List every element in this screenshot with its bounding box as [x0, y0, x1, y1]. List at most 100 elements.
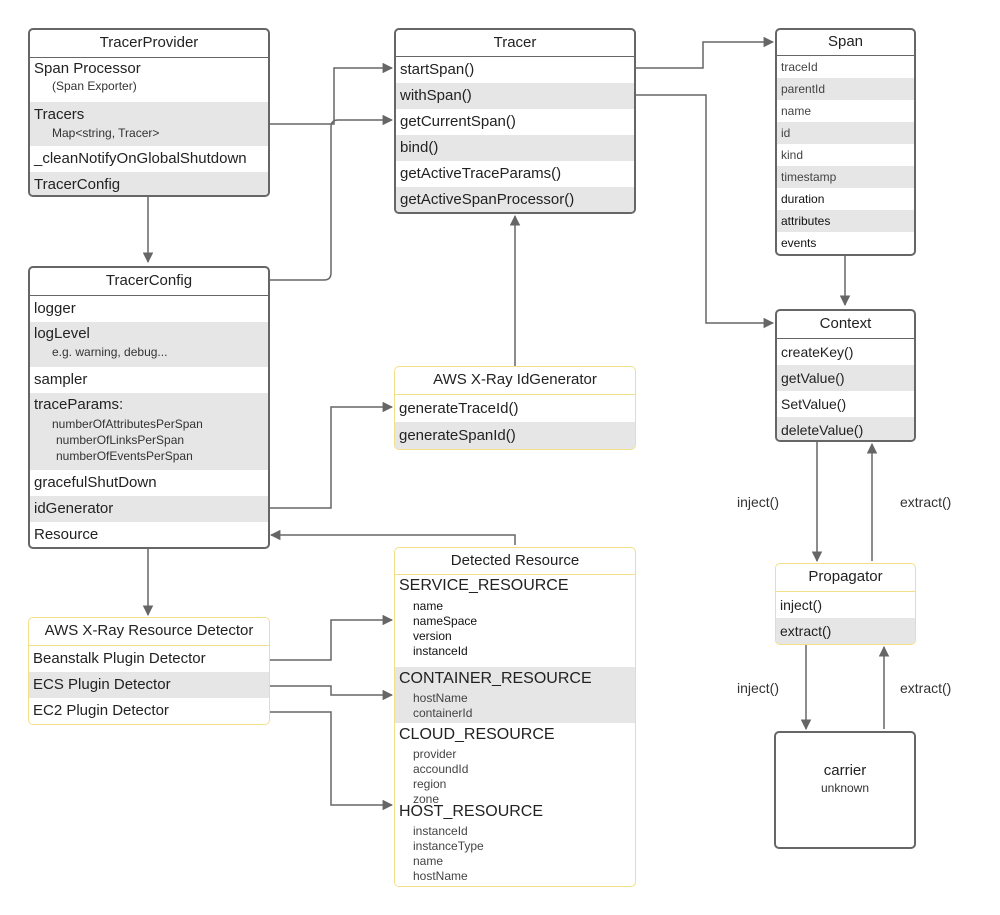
- tracer-title: Tracer: [396, 30, 634, 57]
- span-field: parentId: [777, 78, 914, 100]
- tracers-row: Tracers Map<string, Tracer>: [30, 102, 268, 146]
- host-field: instanceId: [413, 824, 468, 838]
- context-extract-label: extract(): [900, 494, 952, 510]
- detected-resource-box[interactable]: Detected Resource SERVICE_RESOURCE name …: [394, 547, 636, 887]
- method-row: getActiveTraceParams(): [400, 165, 562, 182]
- tracers-sub: Map<string, Tracer>: [52, 126, 160, 140]
- context-method: deleteValue(): [777, 417, 914, 440]
- span-title: Span: [777, 30, 914, 56]
- service-field: nameSpace: [413, 614, 478, 628]
- context-method: createKey(): [781, 344, 854, 360]
- cloud-resource-section: CLOUD_RESOURCE provider accoundId region…: [395, 723, 635, 806]
- tracer-provider-box[interactable]: TracerProvider Span Processor (Span Expo…: [28, 28, 270, 197]
- trace-params-label: traceParams:: [34, 396, 124, 413]
- id-generator-title: AWS X-Ray IdGenerator: [395, 367, 635, 395]
- propagator-title: Propagator: [776, 564, 915, 592]
- container-field: hostName: [413, 691, 468, 705]
- cloud-field: zone: [413, 792, 440, 806]
- edge-tracer-to-span: [636, 36, 775, 69]
- edge-config-to-getcurrentspan: [269, 114, 394, 281]
- carrier-extract-label: extract(): [900, 680, 952, 696]
- container-field: containerId: [413, 706, 473, 720]
- context-method: SetValue(): [781, 396, 847, 412]
- tracer-config-row: TracerConfig: [30, 172, 268, 195]
- propagator-method: extract(): [776, 618, 915, 644]
- log-level-row: logLevel e.g. warning, debug...: [30, 322, 268, 367]
- clean-notify-row: _cleanNotifyOnGlobalShutdown: [34, 150, 247, 167]
- tracer-config-title: TracerConfig: [30, 268, 268, 296]
- service-field: version: [413, 629, 452, 643]
- carrier-subtitle: unknown: [820, 781, 870, 795]
- span-processor-sub: (Span Exporter): [52, 79, 137, 93]
- method-row: getActiveSpanProcessor(): [396, 187, 634, 212]
- context-method: getValue(): [777, 365, 914, 391]
- context-box[interactable]: Context createKey() getValue() SetValue(…: [775, 309, 916, 442]
- span-box[interactable]: Span traceId parentId name id kind times…: [775, 28, 916, 256]
- span-field: duration: [781, 192, 825, 206]
- edge-ecs-to-container: [269, 685, 394, 701]
- propagator-method: inject(): [780, 597, 823, 613]
- tracers-label: Tracers: [34, 106, 85, 123]
- tracer-box[interactable]: Tracer startSpan() withSpan() getCurrent…: [394, 28, 636, 214]
- method-row: bind(): [396, 135, 634, 161]
- host-resource-section: HOST_RESOURCE instanceId instanceType na…: [395, 803, 635, 885]
- trace-params-item: numberOfEventsPerSpan: [56, 449, 193, 463]
- propagator-box[interactable]: Propagator inject() extract(): [775, 563, 916, 645]
- span-processor-label: Span Processor: [34, 60, 141, 77]
- span-field: name: [781, 104, 812, 118]
- span-processor-row: Span Processor (Span Exporter): [30, 58, 268, 102]
- container-resource-label: CONTAINER_RESOURCE: [399, 670, 592, 687]
- span-field: traceId: [781, 60, 818, 74]
- span-field: id: [777, 122, 914, 144]
- edge-beanstalk-to-service: [269, 614, 394, 661]
- trace-params-item: numberOfLinksPerSpan: [56, 433, 185, 447]
- service-resource-section: SERVICE_RESOURCE name nameSpace version …: [395, 575, 635, 667]
- sampler-row: sampler: [34, 371, 88, 388]
- host-field: name: [413, 854, 444, 868]
- resource-detector-title: AWS X-Ray Resource Detector: [29, 618, 269, 646]
- service-resource-label: SERVICE_RESOURCE: [399, 577, 569, 594]
- id-generator-method: generateSpanId(): [395, 422, 635, 449]
- method-row: withSpan(): [396, 83, 634, 109]
- detector-item: Beanstalk Plugin Detector: [33, 650, 206, 667]
- cloud-field: provider: [413, 747, 457, 761]
- logger-row: logger: [34, 300, 76, 317]
- span-field: attributes: [777, 210, 914, 232]
- edge-provider-to-startspan: [269, 62, 394, 125]
- resource-detector-box[interactable]: AWS X-Ray Resource Detector Beanstalk Pl…: [28, 617, 270, 725]
- service-field: instanceId: [413, 644, 468, 658]
- service-field: name: [413, 599, 444, 613]
- resource-row: Resource: [34, 526, 99, 543]
- tracer-provider-title: TracerProvider: [30, 30, 268, 58]
- method-row: getCurrentSpan(): [400, 113, 516, 130]
- log-level-sub: e.g. warning, debug...: [52, 345, 168, 359]
- edge-idgenerator-to-generatetraceid: [269, 401, 394, 509]
- carrier-box[interactable]: carrier unknown: [774, 731, 916, 849]
- cloud-field: accoundId: [413, 762, 469, 776]
- log-level-label: logLevel: [34, 325, 90, 342]
- edge-tracer-to-context: [636, 94, 775, 329]
- tracer-config-box[interactable]: TracerConfig logger logLevel e.g. warnin…: [28, 266, 270, 549]
- cloud-field: region: [413, 777, 447, 791]
- span-field: timestamp: [777, 166, 914, 188]
- edge-detected-to-resource: [269, 529, 516, 545]
- detector-item: ECS Plugin Detector: [29, 672, 269, 698]
- detector-item: EC2 Plugin Detector: [33, 702, 169, 719]
- context-inject-label: inject(): [737, 494, 780, 510]
- id-generator-row: idGenerator: [30, 496, 268, 522]
- span-field: events: [781, 236, 817, 250]
- context-title: Context: [777, 311, 914, 339]
- span-field: kind: [781, 148, 804, 162]
- host-field: hostName: [413, 869, 468, 883]
- container-resource-section: CONTAINER_RESOURCE hostName containerId: [395, 667, 635, 723]
- id-generator-box[interactable]: AWS X-Ray IdGenerator generateTraceId() …: [394, 366, 636, 450]
- host-resource-label: HOST_RESOURCE: [399, 803, 544, 820]
- carrier-title: carrier: [823, 762, 867, 779]
- carrier-inject-label: inject(): [737, 680, 780, 696]
- cloud-resource-label: CLOUD_RESOURCE: [399, 726, 555, 743]
- trace-params-item: numberOfAttributesPerSpan: [52, 417, 203, 431]
- edge-ec2-to-host: [269, 711, 394, 811]
- detected-resource-title: Detected Resource: [395, 548, 635, 575]
